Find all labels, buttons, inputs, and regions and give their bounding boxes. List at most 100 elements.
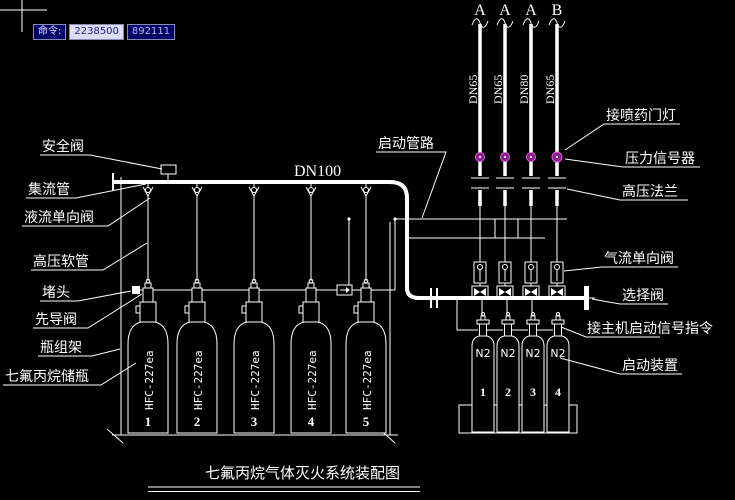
discharge-pipe: A DN65	[491, 2, 514, 299]
hfc-cylinder-unit: HFC-227ea 2	[176, 184, 218, 434]
hp-flange-symbol	[496, 177, 514, 189]
hfc-cylinder-unit: HFC-227ea 3	[233, 184, 275, 434]
hfc-cylinder-unit: HFC-227ea 1	[127, 184, 169, 434]
label-pressure-signal: 压力信号器	[625, 151, 695, 167]
liquid-check-valve-symbol	[142, 186, 154, 198]
pipe-size-label: DN80	[517, 75, 531, 104]
pilot-valve-symbol	[191, 287, 203, 303]
coordinate-field-1[interactable]: 2238500	[69, 24, 124, 40]
pilot-valve-symbol	[142, 287, 154, 303]
n2-content-label: N2	[525, 347, 540, 360]
pipe-break-mark	[471, 18, 489, 28]
gas-check-valve-symbol	[550, 261, 564, 284]
manifold-size-label: DN100	[294, 163, 341, 180]
pipe-break-mark	[496, 18, 514, 28]
pipe-size-label: DN65	[466, 75, 480, 104]
n2-content-label: N2	[500, 347, 515, 360]
cylinder-content-label: HFC-227ea	[249, 350, 262, 410]
liquid-check-valve-symbol	[360, 186, 372, 198]
crosshair-cursor[interactable]	[0, 0, 47, 32]
pipe-size-label: DN65	[491, 75, 505, 104]
hp-flange-symbol	[548, 177, 566, 189]
cylinder-content-label: HFC-227ea	[143, 350, 156, 410]
label-storage-bottle: 七氟丙烷储瓶	[5, 369, 89, 385]
n2-content-label: N2	[475, 347, 490, 360]
liquid-check-valve-symbol	[305, 186, 317, 198]
pilot-valve-symbol	[305, 287, 317, 303]
n2-start-assembly: N2 1 N2 2 N2 3	[456, 300, 578, 434]
selector-manifold	[430, 286, 595, 310]
liquid-check-valve-symbol	[191, 186, 203, 198]
left-callouts: 安全阀 集流管 液流单向阀 高压软管 堵头 先导阀 瓶组架 七氟丙烷储瓶	[3, 138, 163, 386]
gas-check-valve-symbol	[473, 261, 487, 284]
liquid-check-valve-symbol	[248, 186, 260, 198]
cylinder-number: 3	[251, 414, 258, 429]
start-pipeline-network	[395, 218, 567, 239]
command-bar: 命令: 2238500 892111	[33, 24, 176, 40]
cylinder-number: 4	[308, 414, 315, 429]
discharge-pipe: B DN65	[543, 2, 566, 299]
selector-valve-symbol[interactable]	[548, 285, 566, 299]
cylinder-content-label: HFC-227ea	[192, 350, 205, 410]
cylinder-content-label: HFC-227ea	[306, 350, 319, 410]
pilot-valve-symbol	[360, 287, 372, 303]
safety-valve-symbol	[160, 164, 177, 182]
pilot-start-line	[132, 217, 397, 296]
discharge-pipe: A DN65	[466, 2, 489, 299]
label-start-pipeline: 启动管路	[378, 136, 434, 152]
label-bottle-rack: 瓶组架	[40, 340, 82, 356]
cylinder-number: 5	[363, 414, 370, 429]
gas-check-valve-symbol	[498, 261, 512, 284]
label-safety-valve: 安全阀	[42, 138, 84, 155]
cylinder-number: 2	[194, 414, 201, 429]
n2-bottle-unit: N2 4	[546, 312, 570, 433]
n2-content-label: N2	[550, 347, 565, 360]
right-callouts: 接喷药门灯 压力信号器 高压法兰 气流单向阀 选择阀 接主机启动信号指令 启动装…	[559, 107, 713, 375]
label-liquid-check-valve: 液流单向阀	[24, 210, 94, 226]
zone-letter: A	[499, 2, 511, 19]
storage-bottle-body	[290, 321, 332, 434]
zone-letter: A	[474, 2, 486, 19]
zone-letter: B	[552, 2, 563, 19]
zone-letter: A	[525, 2, 537, 19]
hp-flange-symbol	[471, 177, 489, 189]
collector-manifold: DN100	[112, 163, 430, 300]
label-host-start-signal: 接主机启动信号指令	[587, 320, 713, 337]
storage-bottle-body	[345, 321, 387, 434]
n2-number: 1	[480, 385, 486, 399]
n2-bottle-unit: N2 2	[496, 312, 520, 433]
label-gas-check-valve: 气流单向阀	[604, 251, 674, 267]
pipe-break-mark	[522, 18, 540, 28]
coordinate-field-2[interactable]: 892111	[126, 24, 176, 40]
selector-valve-symbol[interactable]	[522, 285, 540, 299]
bottle-rack-frame	[106, 177, 398, 444]
plug-symbol	[132, 286, 140, 294]
label-collector-pipe: 集流管	[28, 181, 70, 198]
storage-bottle-body	[176, 321, 218, 434]
label-hp-flange: 高压法兰	[622, 183, 678, 200]
label-spray-door-light: 接喷药门灯	[606, 107, 676, 124]
n2-bottle-unit: N2 3	[521, 312, 545, 433]
pipe-size-label: DN65	[543, 75, 557, 104]
label-pilot-valve: 先导阀	[35, 312, 77, 328]
drawing-title: 七氟丙烷气体灭火系统装配图	[205, 464, 400, 482]
drawing-title-block: 七氟丙烷气体灭火系统装配图	[148, 464, 420, 492]
start-pipeline-callout: 启动管路	[376, 136, 447, 219]
storage-bottle-body	[127, 321, 169, 434]
n2-number: 4	[555, 385, 561, 399]
cylinder-content-label: HFC-227ea	[361, 350, 374, 410]
command-label: 命令:	[33, 24, 67, 40]
n2-number: 2	[505, 385, 511, 399]
pilot-check-valve-symbol	[336, 284, 353, 296]
discharge-pipe: A DN80	[517, 2, 540, 299]
gas-check-valve-symbol	[524, 261, 538, 284]
storage-bottle-body	[233, 321, 275, 434]
cylinder-number: 1	[145, 414, 152, 429]
label-start-device: 启动装置	[622, 358, 678, 374]
hfc-cylinder-unit: HFC-227ea 5	[345, 184, 387, 434]
selector-valve-symbol[interactable]	[471, 285, 489, 299]
label-selector-valve: 选择阀	[622, 288, 664, 304]
pilot-valve-symbol	[248, 287, 260, 303]
